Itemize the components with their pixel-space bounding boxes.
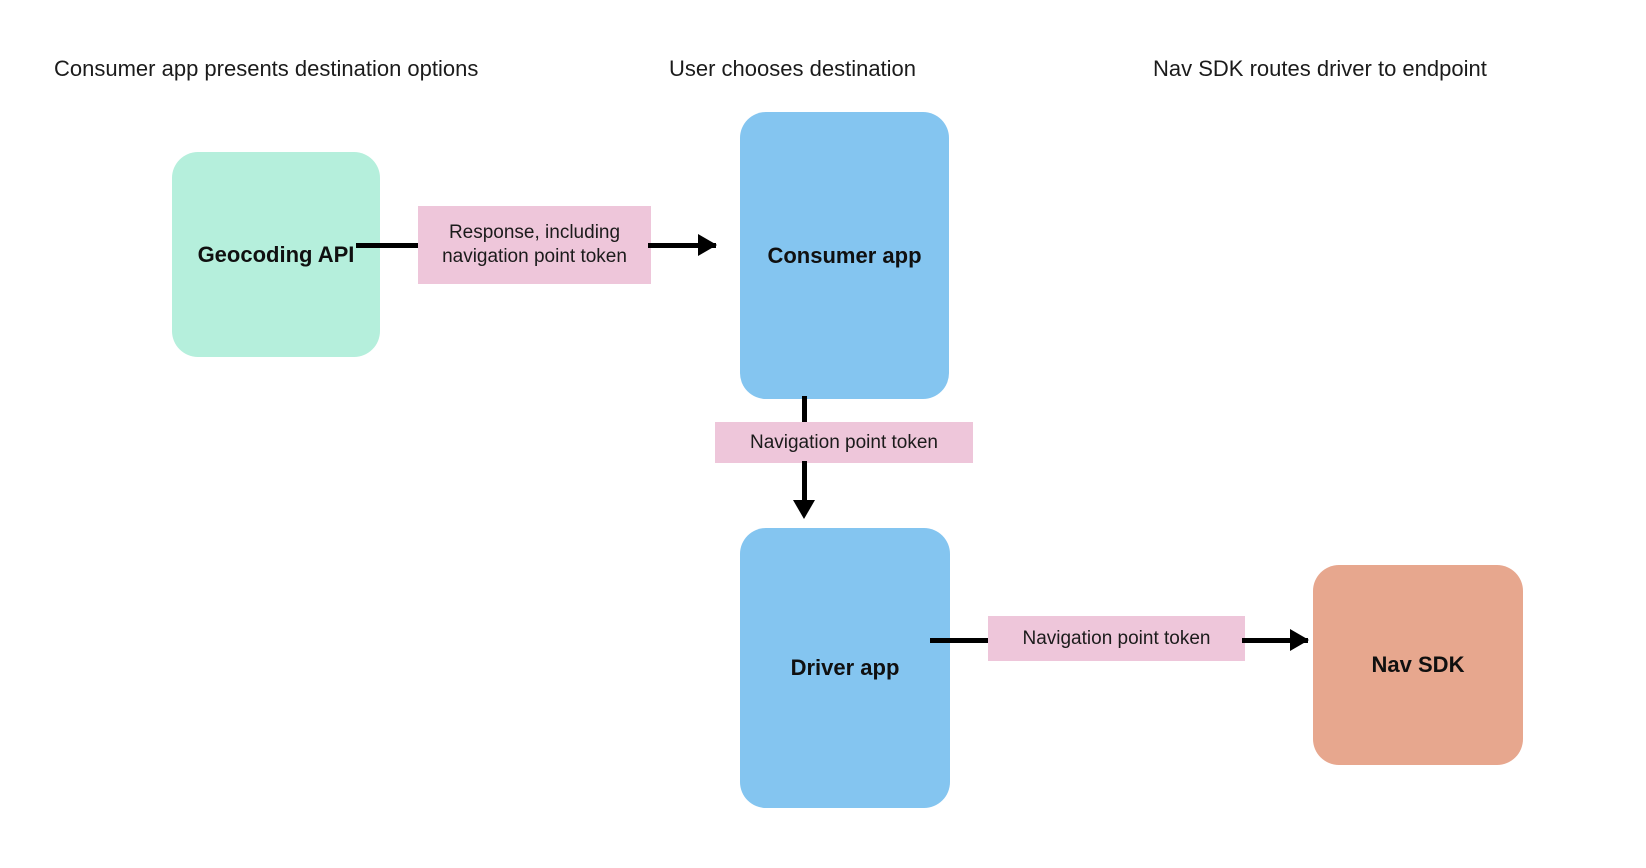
edge-line-label-to-driver [802, 461, 807, 508]
edge-label-response-text: Response, including navigation point tok… [442, 222, 627, 267]
edge-line-label-to-consumer [648, 243, 716, 248]
column-header-nav-sdk-routes-driver: Nav SDK routes driver to endpoint [1153, 56, 1487, 81]
edge-label-navigation-point-token-driver-navsdk: Navigation point token [988, 616, 1245, 661]
edge-label-response-including-navigation-point-token: Response, including navigation point tok… [418, 206, 651, 284]
node-driver-app-label: Driver app [790, 655, 900, 680]
edge-label-navigation-point-token-consumer-driver-text: Navigation point token [749, 431, 938, 453]
node-geocoding-api-label: Geocoding API [197, 241, 355, 267]
column-header-user-chooses-destination: User chooses destination [669, 56, 917, 81]
arrow-head-to-driver-app-icon [793, 500, 815, 519]
node-nav-sdk[interactable]: Nav SDK [1313, 565, 1523, 765]
arrow-head-to-consumer-app-icon [698, 234, 717, 256]
edge-line-driver-to-label [930, 638, 992, 643]
edge-label-navigation-point-token-consumer-driver: Navigation point token [715, 422, 973, 463]
node-driver-app[interactable]: Driver app [740, 528, 950, 808]
column-header-consumer-app-presents: Consumer app presents destination option… [54, 56, 479, 81]
arrow-head-to-nav-sdk-icon [1290, 629, 1309, 651]
node-geocoding-api[interactable]: Geocoding API [172, 152, 380, 357]
node-consumer-app-label: Consumer app [767, 242, 922, 268]
edge-label-navigation-point-token-driver-navsdk-text: Navigation point token [1022, 627, 1211, 649]
node-consumer-app[interactable]: Consumer app [740, 112, 949, 399]
edge-line-geocoding-to-label [356, 243, 422, 248]
edge-line-label-to-navsdk [1242, 638, 1308, 643]
edge-line-consumer-to-label [802, 396, 807, 426]
node-nav-sdk-label: Nav SDK [1371, 652, 1465, 677]
